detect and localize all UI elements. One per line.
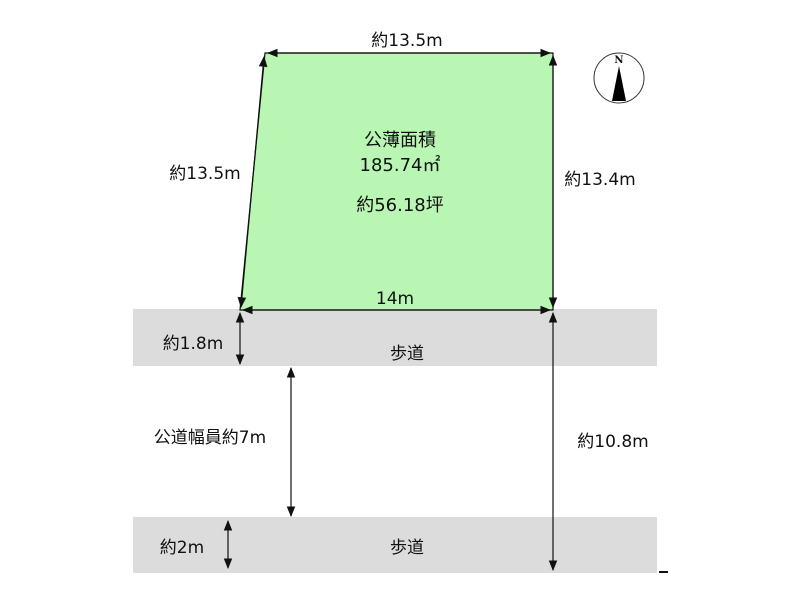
sidewalk-top-width-label: 約1.8m	[163, 334, 224, 354]
land-plot	[239, 52, 554, 311]
sidewalk-bottom-label: 歩道	[390, 538, 424, 558]
plot-title: 公薄面積	[364, 130, 436, 151]
dim-right-label: 約13.4m	[564, 170, 635, 190]
plot-area-tsubo: 約56.18坪	[356, 195, 444, 216]
compass-north-icon: N	[593, 52, 645, 104]
sidewalk-bottom-width-label: 約2m	[160, 538, 204, 558]
plot-area-sqm: 185.74㎡	[360, 154, 441, 176]
sidewalk-top	[133, 309, 657, 366]
compass-label: N	[614, 55, 623, 66]
sidewalk-top-label: 歩道	[390, 344, 424, 364]
dim-left-label: 約13.5m	[169, 164, 240, 184]
sidewalk-bottom	[133, 517, 657, 573]
dim-top-label: 約13.5m	[371, 31, 442, 51]
road-total-label: 約10.8m	[577, 432, 648, 452]
dim-bottom-label: 14m	[376, 289, 414, 309]
road-width-label: 公道幅員約7m	[154, 428, 266, 448]
dim-arrow-left	[237, 55, 268, 309]
